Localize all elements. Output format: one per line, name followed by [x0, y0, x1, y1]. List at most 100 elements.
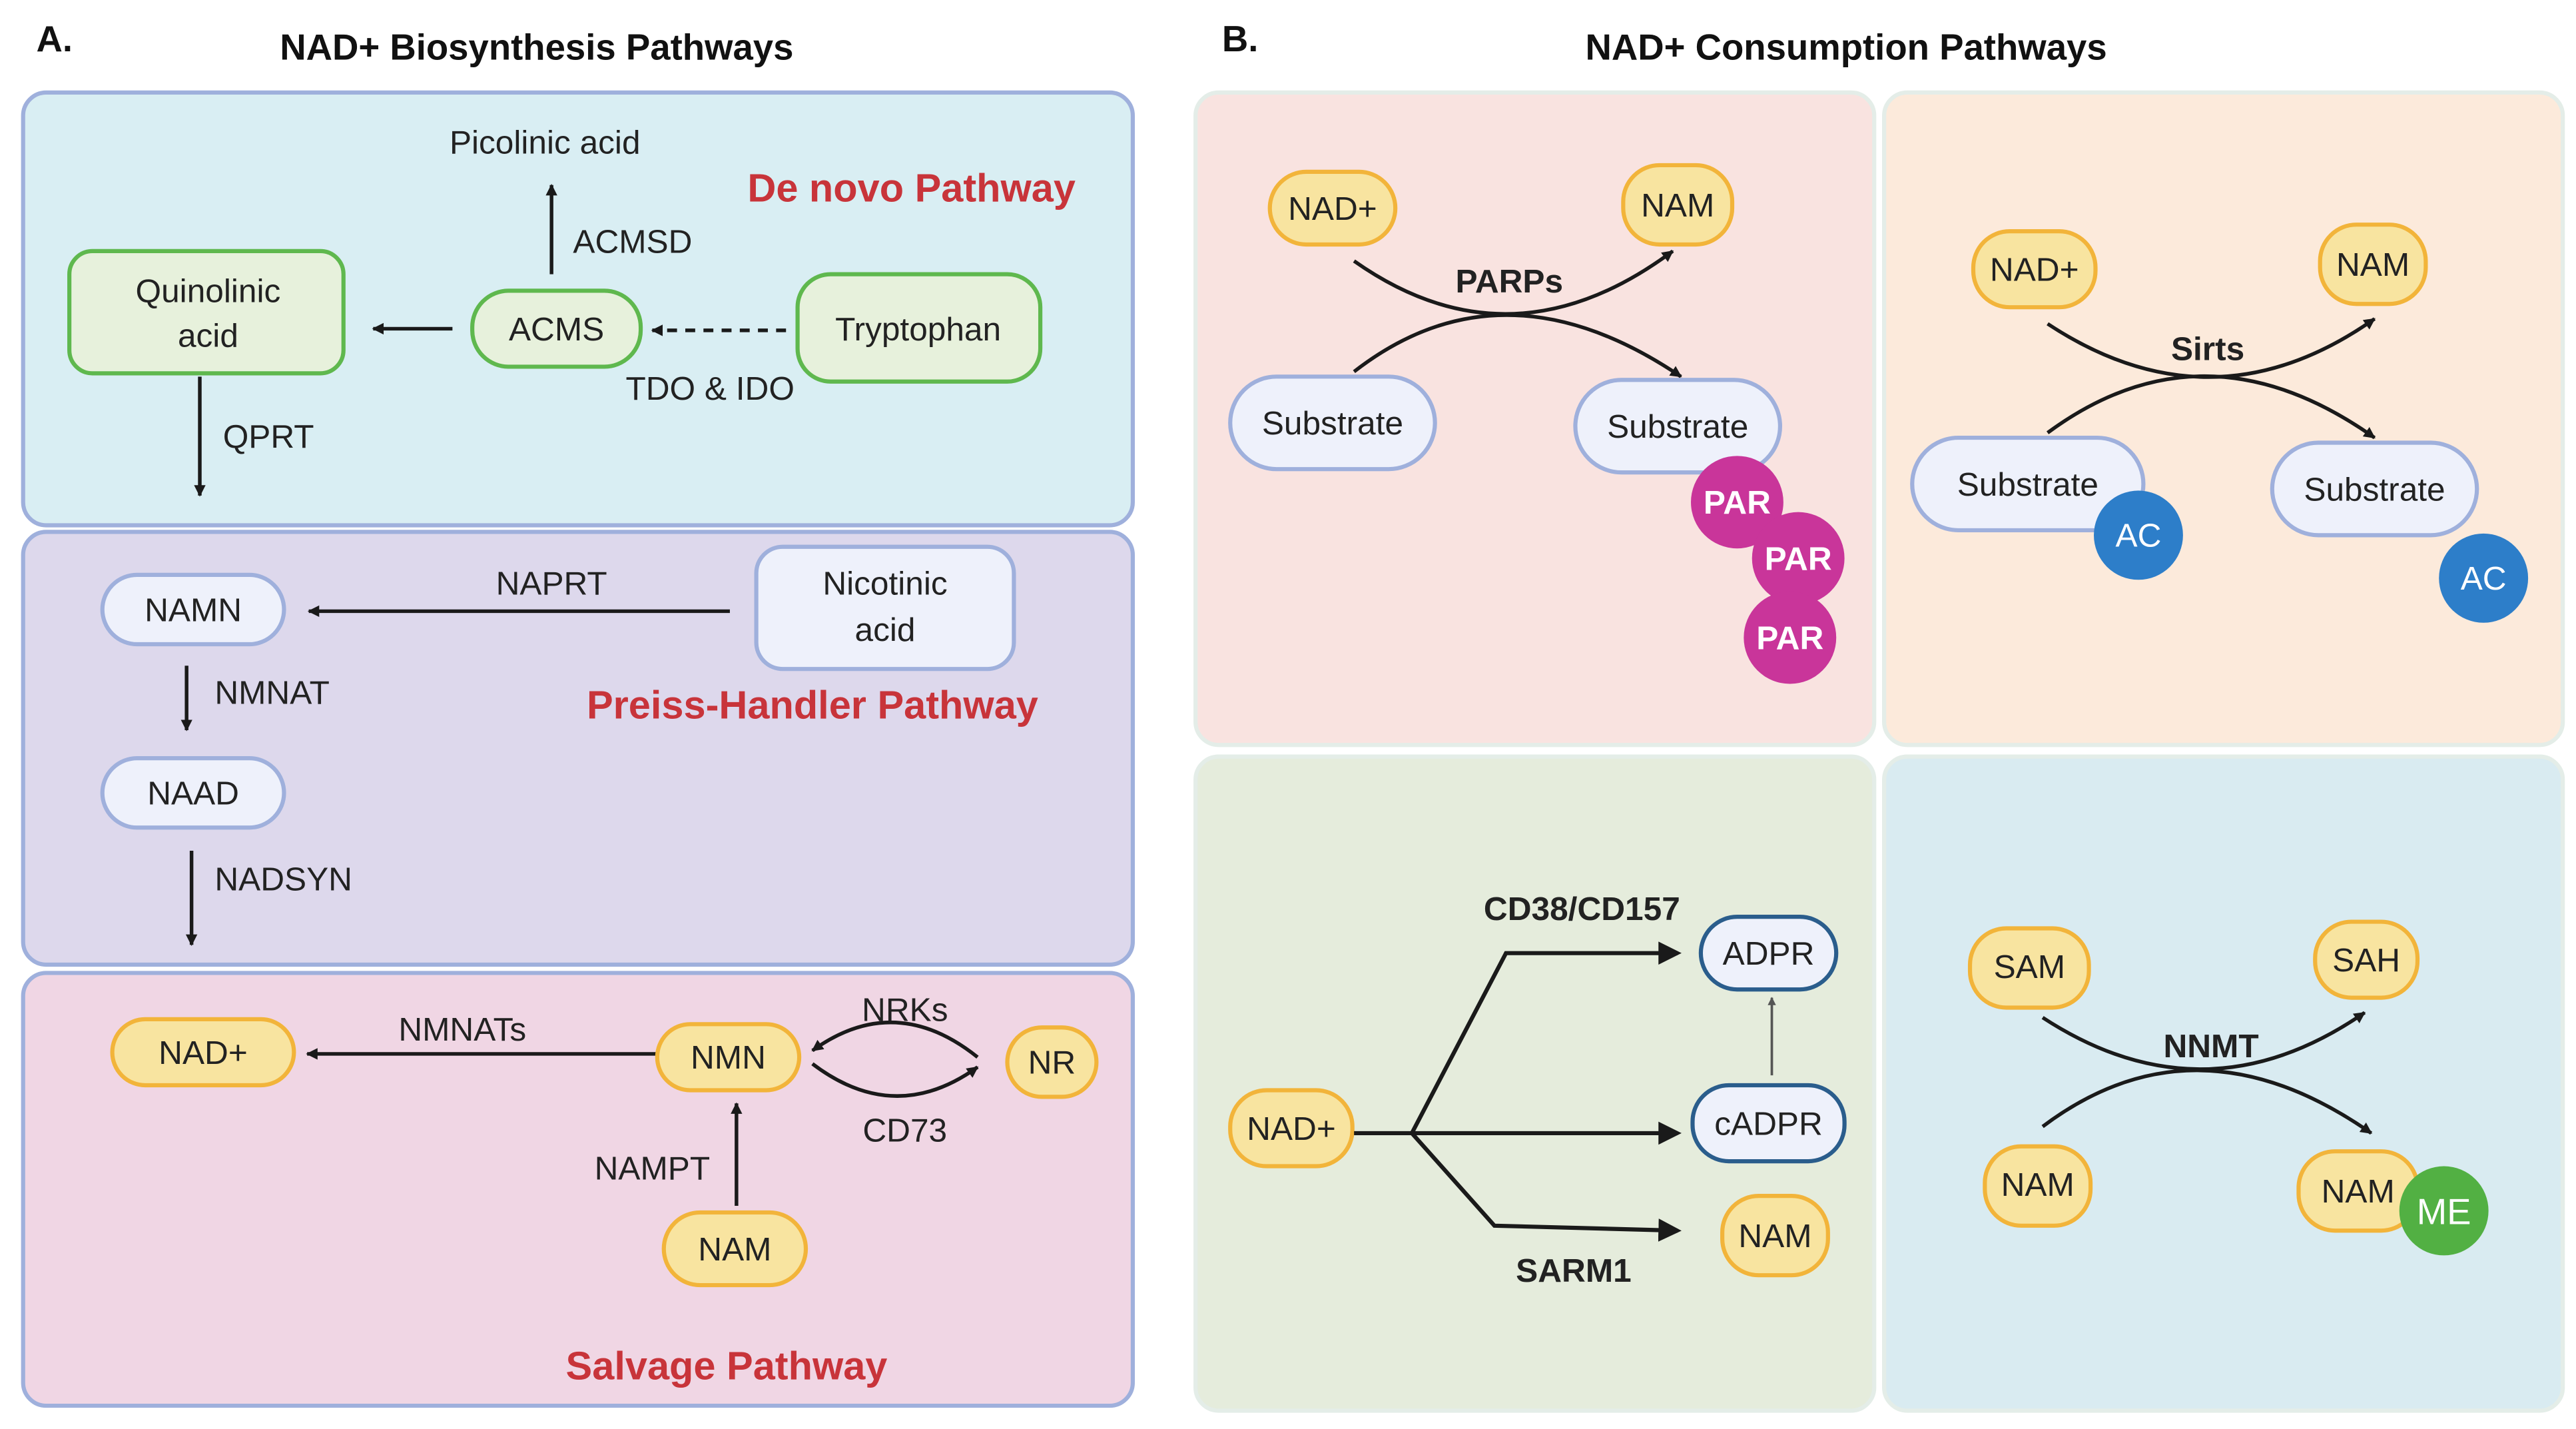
- nampt-label: NAMPT: [595, 1149, 711, 1187]
- sam-node: SAM: [1967, 926, 2091, 1010]
- nad-plus-salvage-node: NAD+: [110, 1017, 296, 1088]
- namn-node: NAMN: [100, 572, 286, 647]
- parps-nad-plus-label: NAD+: [1288, 190, 1377, 227]
- sah-label: SAH: [2332, 941, 2400, 979]
- par-tag-3: PAR: [1744, 591, 1837, 684]
- sirts-substrate-in-node: Substrate: [1910, 435, 2146, 533]
- salvage-title: Salvage Pathway: [566, 1343, 888, 1388]
- par-tag-1-label: PAR: [1704, 484, 1771, 521]
- naad-node: NAAD: [100, 755, 286, 830]
- panel-a-title: NAD+ Biosynthesis Pathways: [280, 27, 793, 67]
- acms-label: ACMS: [509, 310, 604, 348]
- parps-substrate-in-node: Substrate: [1228, 374, 1437, 472]
- nnmt-nam-out-label: NAM: [2322, 1173, 2395, 1210]
- sirts-substrate-out-node: Substrate: [2270, 440, 2479, 538]
- quinolinic-acid-node: Quinolinic acid: [67, 248, 346, 376]
- nnmt-nam-in-node: NAM: [1983, 1144, 2093, 1228]
- cd38-to-adpr-arrow: [1354, 941, 1682, 1136]
- picolinic-acid-label: Picolinic acid: [450, 124, 641, 161]
- nam-to-me-nam-arrow: [2041, 1068, 2373, 1135]
- sah-node: SAH: [2313, 919, 2420, 1000]
- ac-tag-in: AC: [2094, 490, 2183, 580]
- parps-nam-node: NAM: [1621, 163, 1735, 247]
- nnmt-quadrant: [1882, 754, 2565, 1413]
- par-tag-2-label: PAR: [1765, 540, 1832, 577]
- cd38-quadrant: [1193, 754, 1877, 1413]
- parps-nam-label: NAM: [1641, 187, 1714, 224]
- sirts-quadrant: [1882, 90, 2565, 747]
- adpr-label: ADPR: [1723, 935, 1815, 972]
- sirts-nad-plus-node: NAD+: [1971, 229, 2098, 310]
- cadpr-node: cADPR: [1690, 1083, 1847, 1164]
- namn-label: NAMN: [145, 591, 242, 628]
- nad-plus-salvage-label: NAD+: [159, 1034, 248, 1071]
- parps-enzyme-label: PARPs: [1455, 262, 1563, 300]
- cd38-nad-plus-node: NAD+: [1228, 1088, 1355, 1169]
- nrks-arrow: [811, 1021, 979, 1059]
- nnmt-nam-in-label: NAM: [2001, 1166, 2075, 1203]
- quinolinic-acid-line2: acid: [178, 317, 238, 354]
- me-tag: ME: [2399, 1166, 2489, 1256]
- acmsd-label: ACMSD: [573, 223, 692, 260]
- naad-label: NAAD: [147, 775, 239, 812]
- naprt-label: NAPRT: [496, 565, 607, 602]
- tryptophan-node: Tryptophan: [795, 272, 1043, 384]
- sirts-substrate-in-label: Substrate: [1957, 466, 2098, 503]
- parps-substrate-out-label: Substrate: [1607, 408, 1748, 445]
- quinolinic-acid-line1: Quinolinic: [136, 272, 281, 310]
- cd73-label: CD73: [862, 1111, 947, 1149]
- parps-nad-plus-node: NAD+: [1267, 169, 1398, 247]
- par-tag-1: PAR: [1691, 456, 1783, 549]
- nicotinic-acid-line2: acid: [855, 611, 916, 648]
- nam-salvage-node: NAM: [661, 1210, 808, 1288]
- sirts-substrate-out-label: Substrate: [2304, 470, 2445, 508]
- nr-node: NR: [1005, 1025, 1099, 1099]
- nicotinic-acid-node: Nicotinic acid: [754, 544, 1016, 672]
- ac-tag-in-label: AC: [2116, 517, 2162, 554]
- sam-label: SAM: [1994, 948, 2065, 985]
- sirts-nad-plus-label: NAD+: [1990, 251, 2079, 288]
- nam-salvage-label: NAM: [698, 1230, 771, 1268]
- sirts-nam-label: NAM: [2336, 246, 2410, 283]
- parps-substrate-in-label: Substrate: [1262, 404, 1403, 442]
- acms-node: ACMS: [470, 288, 643, 369]
- par-tag-3-label: PAR: [1756, 619, 1823, 656]
- salvage-box: [21, 971, 1135, 1408]
- cadpr-label: cADPR: [1714, 1105, 1823, 1142]
- par-tag-2: PAR: [1752, 512, 1845, 605]
- adpr-node: ADPR: [1698, 915, 1839, 992]
- sirts-enzyme-label: Sirts: [2171, 330, 2244, 368]
- sarm1-enzyme-label: SARM1: [1516, 1252, 1632, 1289]
- tryptophan-label: Tryptophan: [835, 310, 1001, 348]
- ac-tag-out: AC: [2439, 533, 2529, 623]
- nicotinic-acid-line1: Nicotinic: [822, 565, 947, 602]
- qprt-label: QPRT: [223, 418, 314, 455]
- nr-label: NR: [1028, 1044, 1076, 1081]
- me-tag-label: ME: [2417, 1191, 2471, 1232]
- nnmt-nam-out-node: NAM: [2296, 1149, 2420, 1233]
- nnmt-enzyme-label: NNMT: [2163, 1027, 2258, 1065]
- parps-substrate-arrow: [1353, 313, 1682, 378]
- nrks-label: NRKs: [862, 991, 948, 1028]
- sarm1-to-nam-arrow: [1410, 1131, 1682, 1242]
- sirts-nam-node: NAM: [2318, 223, 2428, 306]
- tdo-ido-label: TDO & IDO: [625, 370, 794, 407]
- panel-b-title: NAD+ Consumption Pathways: [1585, 27, 2106, 67]
- nmnat-label: NMNAT: [214, 674, 330, 711]
- parps-quadrant: [1193, 90, 1877, 747]
- preiss-handler-title: Preiss-Handler Pathway: [587, 683, 1038, 727]
- nmn-label: NMN: [691, 1039, 766, 1076]
- de-novo-title: De novo Pathway: [747, 165, 1076, 210]
- cd73-arrow: [811, 1062, 979, 1098]
- cd38-nam-label: NAM: [1738, 1217, 1811, 1254]
- panel-b-letter: B.: [1222, 19, 1259, 59]
- cd38-nam-node: NAM: [1720, 1194, 1830, 1278]
- sirts-substrate-arrow: [2046, 374, 2376, 440]
- cd38-enzyme-label: CD38/CD157: [1484, 890, 1680, 927]
- ac-tag-out-label: AC: [2461, 560, 2507, 597]
- nmnats-label: NMNATs: [398, 1011, 526, 1048]
- panel-a-letter: A.: [37, 19, 73, 59]
- nmn-node: NMN: [655, 1022, 802, 1093]
